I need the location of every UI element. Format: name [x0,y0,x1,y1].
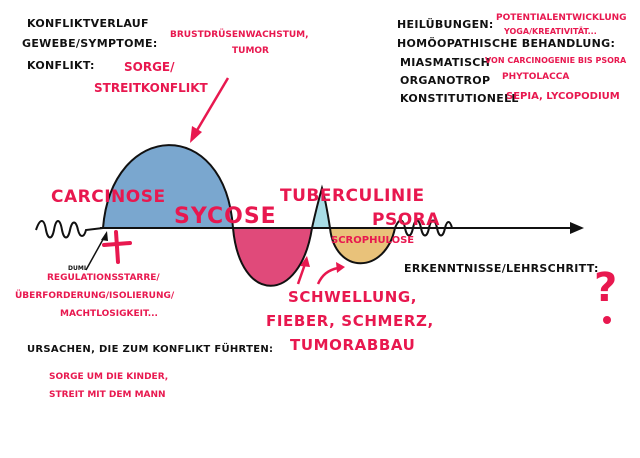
phase-label-scrophulose: Scrophulose [331,235,415,246]
symptom-arrow-2 [316,266,339,285]
question-mark: ? [594,265,618,311]
phase-label-tuberculinie: Tuberculinie [280,186,425,206]
pink-trough [231,227,314,287]
causes-value-2: Streit mit dem Mann [49,390,166,400]
red-cross-horizontal [102,241,132,247]
phase-label-carcinose: Carcinose [51,187,166,207]
symptom-arrow-1 [296,263,307,285]
heilubungen-label: Heilübungen: [397,18,494,31]
left-squiggle [35,220,104,239]
causes-value-1: Sorge um die Kinder, [49,372,169,382]
konstitutionell-value: Sepia, Lycopodium [506,91,620,102]
cyan-spike [310,184,332,229]
homoo-label: Homöopathische Behandlung: [397,37,616,50]
heilubungen-value-1: Potentialentwicklung [496,13,627,23]
konfliktverlauf-title: Konfliktverlauf [27,17,149,30]
gewebe-value-1: Brustdrüsenwachstum, [170,30,309,40]
blue-hump [101,144,235,229]
phase-label-psora: Psora [372,210,440,230]
regulation-line-1: Regulationsstarre/ [47,273,160,283]
red-cross-vertical [114,230,120,264]
symptoms-line-1: Schwellung, [288,288,418,306]
symptoms-line-2: Fieber, Schmerz, [266,312,434,330]
konstitutionell-label: Konstitutionell [400,92,519,105]
axis-arrowhead [570,222,584,234]
causes-label: Ursachen, die zum Konflikt führten: [27,344,274,355]
konflikt-arrow [194,77,230,133]
symptoms-line-3: Tumorabbau [290,336,416,354]
konflikt-label: Konflikt: [27,59,95,72]
question-dot [603,316,611,324]
gewebe-value-2: Tumor [232,46,269,56]
organotrop-label: Organotrop [400,74,491,87]
yellow-trough [328,227,397,265]
regulation-line-2: Überforderung/Isolierung/ [15,291,175,301]
konflikt-value-1: Sorge/ [124,60,175,74]
miasmatisch-label: Miasmatisch [400,56,491,69]
gewebe-label: Gewebe/Symptome: [22,37,158,50]
phase-label-sycose: Sycose [174,204,277,229]
erkenntnisse-label: Erkenntnisse/Lehrschritt: [404,262,599,275]
konflikt-arrowhead [190,126,202,143]
right-squiggle [394,219,453,237]
miasmatisch-value: von Carcinogenie bis Psora [485,56,627,65]
organotrop-value: Phytolacca [502,72,570,82]
heilubungen-value-2: Yoga/Kreativität... [504,27,597,36]
dumi-label: DUMI [68,265,87,272]
regulation-line-3: Machtlosigkeit... [60,309,158,319]
konflikt-value-2: Streitkonflikt [94,81,208,95]
